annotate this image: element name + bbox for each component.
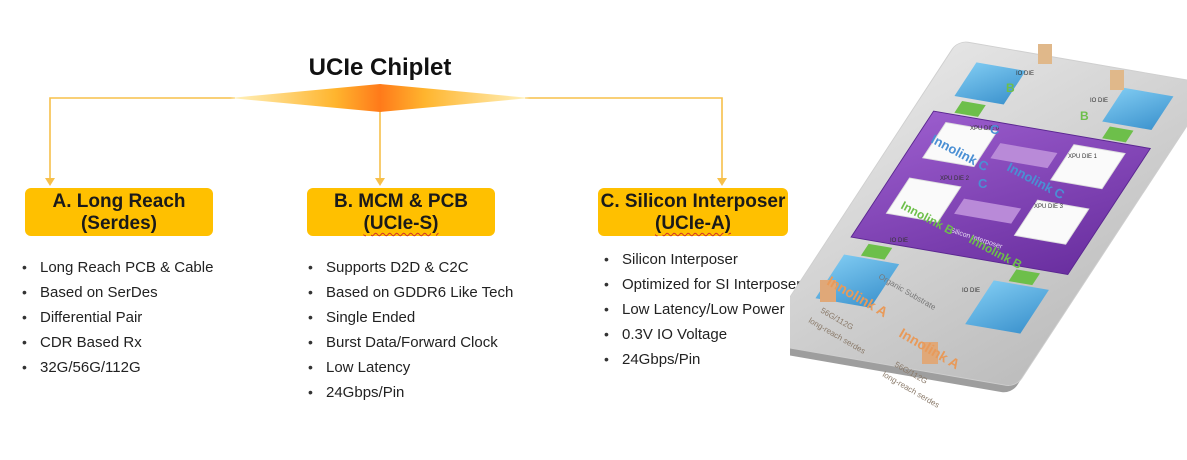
connector-tab-top-right — [1110, 70, 1124, 90]
list-item: CDR Based Rx — [22, 330, 213, 355]
xpu-die-2 — [885, 177, 962, 223]
xpu-die-0 — [921, 122, 998, 168]
bullet-list-mcm-pcb: Supports D2D & C2C Based on GDDR6 Like T… — [308, 255, 513, 405]
xpu-die-0-label: XPU DIE 0 — [970, 126, 1000, 132]
heading-silicon-interposer: C. Silicon Interposer (UCIe-A) — [598, 188, 788, 236]
innolink-c-link-bottom — [954, 198, 1022, 224]
io-die-label: IO DIE — [890, 238, 908, 244]
list-item: Burst Data/Forward Clock — [308, 330, 513, 355]
io-die-bottom-right — [965, 280, 1049, 334]
io-die-bottom-left — [815, 254, 900, 308]
xpu-die-3-label: XPU DIE 3 — [1034, 204, 1064, 210]
heading-silicon-interposer-line2: (UCIe-A) — [655, 213, 731, 234]
heading-mcm-pcb-line2: (UCIe-S) — [363, 213, 439, 234]
arrowhead-left — [45, 178, 55, 186]
arrowhead-center — [375, 178, 385, 186]
xpu-die-1 — [1050, 144, 1126, 190]
innolink-b-bottom-left — [860, 243, 893, 260]
connector-line-left — [49, 97, 235, 180]
letter-c: C — [978, 176, 988, 191]
letter-b: B — [1080, 109, 1089, 123]
connector-line-right — [525, 97, 723, 180]
io-die-label: IO DIE — [962, 288, 980, 294]
bullet-list-long-reach: Long Reach PCB & Cable Based on SerDes D… — [22, 255, 213, 380]
heading-long-reach: A. Long Reach (Serdes) — [25, 188, 213, 236]
connector-tab-bottom-left — [820, 280, 836, 302]
list-item: Long Reach PCB & Cable — [22, 255, 213, 280]
io-die-top-left — [954, 62, 1026, 105]
page-title: UCIe Chiplet — [308, 54, 452, 81]
io-die-label: IO DIE — [1090, 98, 1108, 104]
io-die-top-right — [1102, 87, 1174, 130]
xpu-die-1-label: XPU DIE 1 — [1068, 154, 1098, 160]
list-item: Based on GDDR6 Like Tech — [308, 280, 513, 305]
letter-b: B — [1006, 81, 1015, 95]
organic-substrate — [790, 41, 1187, 393]
heading-long-reach-line2: (Serdes) — [80, 213, 158, 234]
list-item: Single Ended — [308, 305, 513, 330]
heading-silicon-interposer-line1: C. Silicon Interposer — [600, 191, 786, 212]
heading-long-reach-line1: A. Long Reach — [52, 191, 186, 212]
connector-tab-top-left — [1038, 44, 1052, 64]
bullet-list-silicon-interposer: Silicon Interposer Optimized for SI Inte… — [604, 247, 801, 372]
connector-tab-bottom-right — [922, 342, 938, 364]
chiplet-package-illustration: IO DIE IO DIE XPU DIE 0 XPU DIE 1 XPU DI… — [790, 41, 1187, 410]
innolink-b-top-right — [1102, 126, 1134, 143]
list-item: Supports D2D & C2C — [308, 255, 513, 280]
list-item: Low Latency — [308, 355, 513, 380]
list-item: Low Latency/Low Power — [604, 297, 801, 322]
list-item: 32G/56G/112G — [22, 355, 213, 380]
xpu-die-2-label: XPU DIE 2 — [940, 176, 970, 182]
list-item: 24Gbps/Pin — [604, 347, 801, 372]
heading-mcm-pcb-line1: B. MCM & PCB — [333, 191, 469, 212]
list-item: Silicon Interposer — [604, 247, 801, 272]
xpu-die-3 — [1013, 199, 1090, 245]
list-item: Optimized for SI Interposer — [604, 272, 801, 297]
heading-mcm-pcb: B. MCM & PCB (UCIe-S) — [307, 188, 495, 236]
list-item: Based on SerDes — [22, 280, 213, 305]
innolink-b-bottom-right — [1008, 269, 1040, 286]
title-diamond-shape — [230, 84, 530, 112]
innolink-c-link-top — [990, 143, 1058, 169]
letter-c: C — [990, 122, 1000, 137]
innolink-b-top-left — [954, 101, 986, 117]
list-item: 0.3V IO Voltage — [604, 322, 801, 347]
list-item: 24Gbps/Pin — [308, 380, 513, 405]
io-die-label: IO DIE — [1016, 71, 1034, 77]
arrowhead-right — [717, 178, 727, 186]
list-item: Differential Pair — [22, 305, 213, 330]
